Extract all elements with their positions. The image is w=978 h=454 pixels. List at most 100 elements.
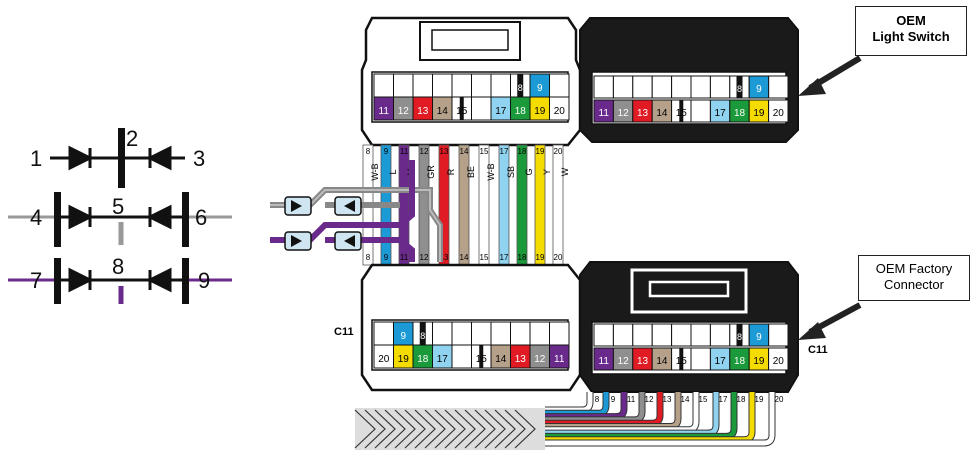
wire-number: 19 — [536, 253, 545, 262]
wire-code: L — [388, 169, 398, 174]
pin-cell — [690, 75, 711, 99]
pin-marker — [419, 322, 426, 345]
pin-cell — [412, 73, 433, 98]
pin-cell — [549, 344, 570, 369]
symbol-number: 2 — [126, 126, 139, 151]
pin-cell — [768, 347, 789, 371]
wire-code: SB — [506, 166, 516, 178]
pin-cell — [651, 75, 673, 99]
pin-cell — [549, 96, 570, 121]
pin-cell — [471, 73, 492, 98]
pin-cell — [612, 75, 634, 99]
pin-number: 17 — [495, 106, 507, 117]
wire-number: 15 — [480, 147, 489, 156]
harness-wire — [534, 144, 546, 266]
pin-cell — [632, 323, 653, 347]
wire-number: 19 — [536, 147, 545, 156]
pin-cell — [671, 75, 692, 99]
pin-number: 13 — [417, 106, 429, 117]
pin-marker — [479, 345, 484, 368]
wire-number: 20 — [554, 253, 563, 262]
wire-number: 17 — [500, 147, 509, 156]
pin-number: 13 — [637, 356, 649, 367]
pin-number: 11 — [599, 356, 610, 367]
diode-symbol-middle — [8, 192, 232, 247]
pin-cell — [690, 323, 711, 347]
pin-cell — [549, 321, 570, 346]
wire-number: 13 — [440, 147, 449, 156]
pin-number: 15 — [676, 108, 688, 119]
pin-cell — [510, 321, 531, 346]
wire-number: 12 — [645, 395, 654, 404]
wire-number: 13 — [440, 253, 449, 262]
wire-number: 8 — [366, 253, 371, 262]
symbol-number: 6 — [195, 205, 208, 230]
wire-code: W-B — [370, 163, 380, 180]
wire-number: 12 — [420, 253, 429, 262]
pin-cell — [748, 75, 770, 99]
pin-cell — [451, 344, 472, 369]
pin-cell — [373, 73, 394, 98]
pin-number: 15 — [476, 354, 488, 365]
pin-number: 19 — [753, 108, 765, 119]
pin-number: 14 — [656, 356, 668, 367]
pin-cell — [432, 73, 453, 98]
wire-number: 12 — [420, 147, 429, 156]
pin-number: 20 — [554, 106, 566, 117]
wire-number: 13 — [663, 395, 672, 404]
callout-line: Connector — [884, 277, 944, 292]
pin-number: 9 — [756, 84, 762, 95]
pin-cell — [593, 75, 614, 99]
pin-cell — [471, 96, 492, 121]
factory-wire-outline — [545, 392, 594, 414]
pin-number: 15 — [676, 356, 688, 367]
pin-cell — [373, 321, 394, 346]
wire-number: 9 — [384, 253, 389, 262]
diode-symbol-top — [50, 128, 185, 188]
pin-number: 12 — [618, 108, 630, 119]
wire-code: GR — [426, 165, 436, 179]
bottom-harness — [354, 408, 545, 450]
diode-jumpers — [270, 160, 443, 262]
pin-number: 18 — [734, 356, 746, 367]
pin-cell — [768, 75, 789, 99]
symbol-number: 4 — [30, 205, 43, 230]
wire-number: 18 — [518, 147, 527, 156]
connector-label-c11-left: C11 — [334, 326, 354, 338]
pin-cell — [529, 321, 550, 346]
wire-number: 14 — [460, 253, 469, 262]
pin-number: 15 — [456, 106, 468, 117]
wire-number: 17 — [500, 253, 509, 262]
wire-code: G — [524, 168, 534, 175]
pin-cell — [671, 323, 692, 347]
pin-number: 18 — [515, 106, 527, 117]
callout-line: OEM Factory — [875, 261, 953, 276]
pin-cell — [768, 99, 789, 123]
pin-cell — [432, 321, 453, 346]
pin-number: 8 — [737, 84, 742, 94]
pin-number: 17 — [715, 356, 727, 367]
pin-number: 14 — [495, 354, 507, 365]
wire-code: BE — [466, 166, 476, 178]
wire-number: 15 — [699, 395, 708, 404]
wire-number: 11 — [627, 395, 636, 404]
callout-line: Light Switch — [872, 29, 950, 44]
pin-cell — [593, 323, 614, 347]
callout-line: OEM — [896, 13, 926, 28]
wire-code: W-B — [486, 163, 496, 180]
pin-cell — [632, 75, 653, 99]
pin-number: 11 — [599, 108, 610, 119]
wire-code: R — [446, 168, 456, 175]
wire-number: 11 — [400, 147, 409, 156]
pin-cell — [549, 73, 570, 98]
symbol-number: 9 — [198, 268, 211, 293]
symbol-number: 8 — [112, 254, 125, 279]
symbol-number: 1 — [30, 146, 43, 171]
pin-cell — [748, 323, 770, 347]
pin-number: 12 — [534, 354, 546, 365]
wire-number: 8 — [366, 147, 371, 156]
pin-marker — [517, 74, 524, 97]
